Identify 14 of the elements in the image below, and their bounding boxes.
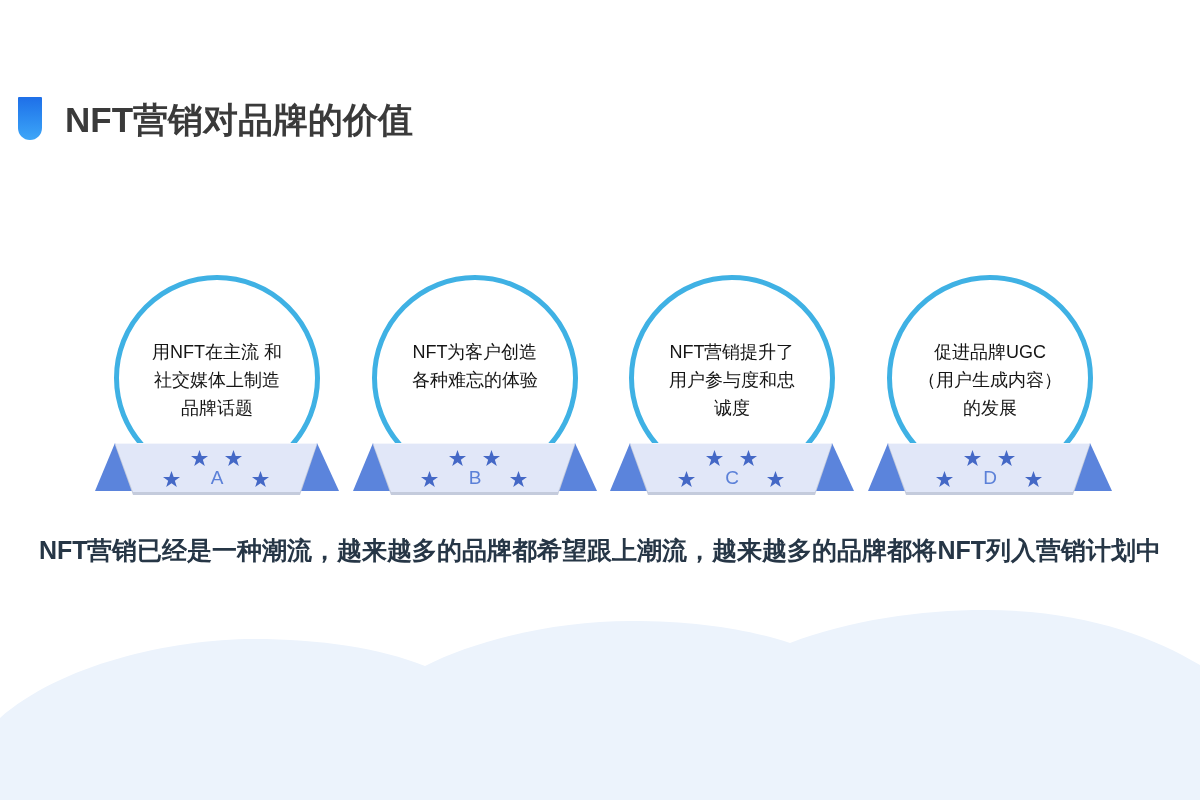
- ribbon-banner: [353, 443, 597, 495]
- circle-text: NFT为客户创造各种难忘的体验: [411, 341, 539, 392]
- ribbon-banner: [610, 443, 854, 495]
- circle-text: 促进品牌UGC（用户生成内容）的发展: [917, 341, 1063, 420]
- ribbon-letter: D: [983, 468, 997, 488]
- ribbon-letter: A: [210, 468, 224, 488]
- circle-text: 用NFT在主流 和社交媒体上制造品牌话题: [151, 341, 283, 420]
- ribbon-banner: [95, 443, 339, 495]
- caption: NFT营销已经是一种潮流，越来越多的品牌都希望跟上潮流，越来越多的品牌都将NFT列入营销计划中: [37, 535, 1163, 566]
- title: NFT营销对品牌的价值: [65, 99, 414, 141]
- ribbon-letter: B: [468, 468, 482, 488]
- ribbon-letter: C: [725, 468, 739, 488]
- circle-text: NFT营销提升了用户参与度和忠诚度: [668, 341, 796, 420]
- ribbon-banner: [868, 443, 1112, 495]
